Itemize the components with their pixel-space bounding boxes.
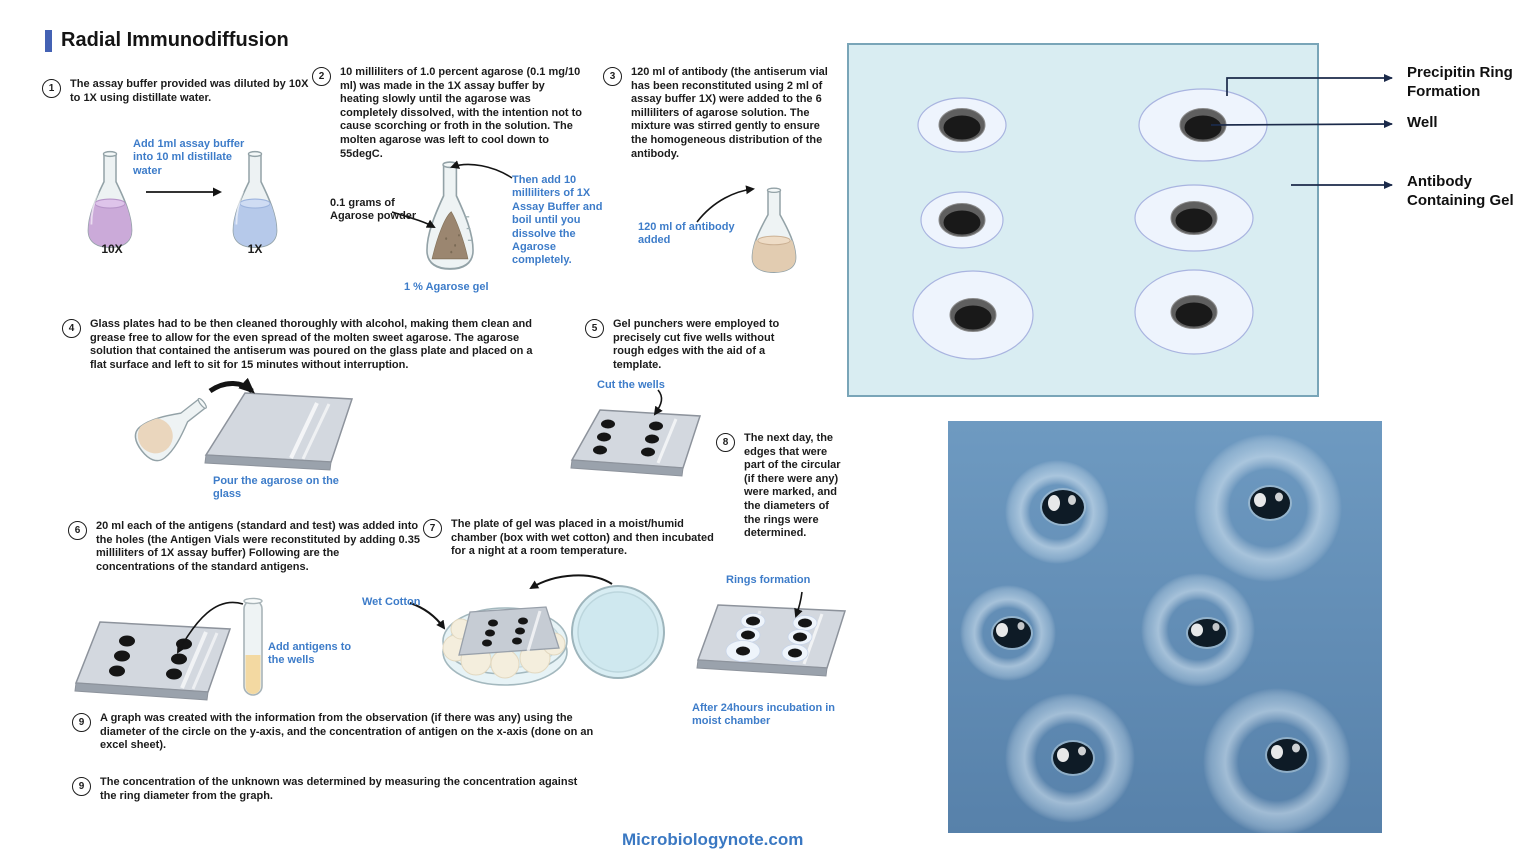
photo-well <box>1248 485 1292 521</box>
photo-well <box>1040 488 1086 526</box>
agarose-gel-caption: 1 % Agarose gel <box>404 281 489 293</box>
cut-wells-arrow <box>653 389 663 416</box>
pour-arrow <box>208 377 255 394</box>
lid-arrow <box>529 574 613 590</box>
add-antigens-label: Add antigens to the wells <box>268 641 352 667</box>
step-text: A graph was created with the information… <box>100 712 594 752</box>
step-number: 6 <box>68 521 87 540</box>
gel-well-5 <box>912 270 1034 360</box>
step-8: 8 The next day, the edges that were part… <box>716 432 848 541</box>
step-2: 2 10 milliliters of 1.0 percent agarose … <box>312 66 582 161</box>
step-text: The assay buffer provided was diluted by… <box>70 78 309 104</box>
photo-well <box>1265 737 1309 773</box>
flask-1x-label: 1X <box>247 242 263 256</box>
step-9b: 9 The concentration of the unknown was d… <box>72 776 592 803</box>
buffer-pointer-arrow <box>450 160 513 179</box>
step-number: 4 <box>62 319 81 338</box>
gel-well-4 <box>1134 184 1254 252</box>
photo-well <box>1051 740 1095 776</box>
precipitin-ring-label: Precipitin Ring Formation <box>1407 64 1513 100</box>
powder-pointer-arrow <box>391 211 436 228</box>
gel-well-3 <box>920 191 1004 249</box>
step-text: 20 ml each of the antigens (standard and… <box>96 520 420 573</box>
step-number: 7 <box>423 519 442 538</box>
step-number: 2 <box>312 67 331 86</box>
rings-plate <box>696 604 847 677</box>
step-text: 10 milliliters of 1.0 percent agarose (0… <box>340 66 583 160</box>
pouring-flask <box>128 386 216 468</box>
gel-well-1 <box>917 97 1007 153</box>
step-number: 9 <box>72 713 91 732</box>
chamber-lid <box>571 585 665 679</box>
site-credit: Microbiologynote.com <box>622 830 804 849</box>
step-5: 5 Gel punchers were employed to precisel… <box>585 318 785 372</box>
step-4: 4 Glass plates had to be then cleaned th… <box>62 318 550 372</box>
well-label-arrow <box>1210 120 1393 129</box>
step-number: 8 <box>716 433 735 452</box>
antigen-arrow <box>177 601 244 654</box>
gel-well-6 <box>1134 269 1254 355</box>
rid-photo <box>948 421 1382 836</box>
flask-10x-label: 10X <box>101 242 123 256</box>
step-1: 1 The assay buffer provided was diluted … <box>42 78 314 105</box>
wet-cotton-label: Wet Cotton <box>362 596 421 608</box>
wet-cotton-arrow <box>409 602 446 630</box>
antibody-added-label: 120 ml of antibody added <box>638 221 735 247</box>
step-7: 7 The plate of gel was placed in a moist… <box>423 518 718 559</box>
then-add-label: Then add 10 milliliters of 1X Assay Buff… <box>512 174 603 267</box>
rings-formation-arrow <box>794 591 803 618</box>
step-text: 120 ml of antibody (the antiserum vial h… <box>631 66 828 160</box>
step-text: Gel punchers were employed to precisely … <box>613 318 780 371</box>
cut-wells-plate <box>570 409 702 477</box>
add-assay-label: Add 1ml assay buffer into 10 ml distilla… <box>133 138 245 177</box>
cut-wells-label: Cut the wells <box>597 379 665 391</box>
after-incubation-caption: After 24hours incubation in moist chambe… <box>692 702 836 728</box>
antibody-flask <box>751 187 797 273</box>
antigen-tube <box>243 597 263 696</box>
antibody-gel-label: Antibody Containing Gel <box>1407 173 1514 209</box>
step-number: 1 <box>42 79 61 98</box>
step-number: 3 <box>603 67 622 86</box>
step-number: 9 <box>72 777 91 796</box>
rings-formation-label: Rings formation <box>726 574 811 586</box>
step-6: 6 20 ml each of the antigens (standard a… <box>68 520 420 574</box>
photo-well <box>1186 617 1228 649</box>
step-3: 3 120 ml of antibody (the antiserum vial… <box>603 66 831 161</box>
precipitin-label-arrow <box>1226 74 1393 96</box>
antibody-pointer-arrow <box>696 185 755 223</box>
title-accent-bar <box>45 29 52 52</box>
well-label: Well <box>1407 114 1438 131</box>
step-number: 5 <box>585 319 604 338</box>
gel-diagram <box>847 43 1393 397</box>
agarose-powder-label: 0.1 grams of Agarose powder <box>330 197 417 223</box>
step-text: Glass plates had to be then cleaned thor… <box>90 318 533 371</box>
flask-1x <box>232 150 278 248</box>
flask-10x <box>87 150 133 248</box>
antigen-plate <box>74 621 232 701</box>
glass-plate <box>204 392 354 471</box>
page-header: Radial Immunodiffusion <box>45 29 289 52</box>
gel-well-2 <box>1138 88 1268 162</box>
page-title: Radial Immunodiffusion <box>61 29 289 51</box>
step-text: The next day, the edges that were part o… <box>744 432 841 540</box>
step-text: The plate of gel was placed in a moist/h… <box>451 518 714 558</box>
photo-well <box>991 616 1033 650</box>
pour-glass-caption: Pour the agarose on the glass <box>213 475 339 501</box>
step-9a: 9 A graph was created with the informati… <box>72 712 604 753</box>
moist-chamber <box>442 606 568 686</box>
step-text: The concentration of the unknown was det… <box>100 776 578 802</box>
